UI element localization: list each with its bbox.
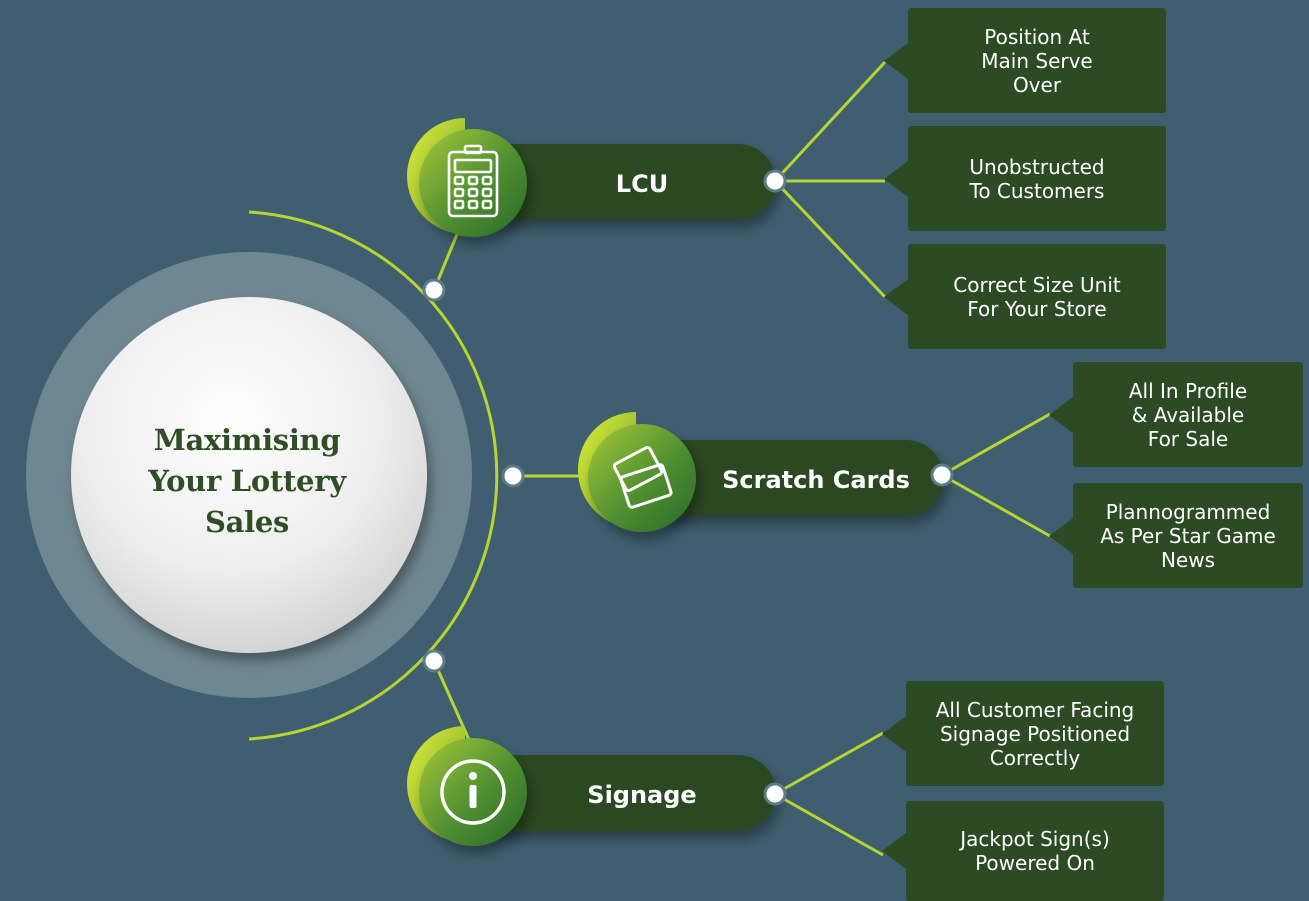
info-icon xyxy=(440,759,506,825)
hub-title-line-1: Maximising xyxy=(153,423,341,457)
spoke-scratch-2 xyxy=(941,473,1051,538)
lottery-terminal-icon xyxy=(447,144,499,218)
arc-dot-signage xyxy=(422,649,446,673)
hub-title: Maximising Your Lottery Sales xyxy=(82,420,412,543)
item-text-lcu-1: Position At Main Serve Over xyxy=(981,24,1093,97)
item-text-lcu-3: Correct Size Unit For Your Store xyxy=(953,272,1121,321)
spoke-scratch-1 xyxy=(941,412,1051,477)
item-text-scratch-2: Plannogrammed As Per Star Game News xyxy=(1100,499,1276,572)
icon-lcu-group xyxy=(407,118,527,237)
item-box-lcu-1: Position At Main Serve Over xyxy=(884,8,1166,113)
pill-lcu xyxy=(462,144,776,220)
item-box-lcu-3: Correct Size Unit For Your Store xyxy=(884,244,1166,349)
branch-label-lcu: LCU xyxy=(615,170,669,198)
item-box-lcu-2: Unobstructed To Customers xyxy=(884,126,1166,231)
connector-arc xyxy=(248,210,499,741)
spoke-lcu-1 xyxy=(773,60,887,183)
pill-signage xyxy=(462,755,776,831)
pill-scratch xyxy=(628,440,944,516)
item-text-signage-2: Jackpot Sign(s) Powered On xyxy=(960,827,1110,875)
node-dot-lcu xyxy=(763,169,787,193)
item-box-signage-1: All Customer Facing Signage Positioned C… xyxy=(882,681,1164,786)
item-text-signage-1: All Customer Facing Signage Positioned C… xyxy=(935,697,1135,770)
hub-circle xyxy=(71,297,427,653)
item-text-scratch-1: All In Profile & Available For Sale xyxy=(1128,378,1248,451)
node-dot-signage xyxy=(763,782,787,806)
icon-scratch-group xyxy=(577,411,696,532)
node-dot-scratch xyxy=(930,463,954,487)
branch-label-signage: Signage xyxy=(587,781,697,809)
scratch-cards-icon xyxy=(612,445,673,509)
arc-dot-lcu xyxy=(422,278,446,302)
branch-label-scratch-cards: Scratch Cards xyxy=(722,466,910,494)
item-box-scratch-1: All In Profile & Available For Sale xyxy=(1049,362,1303,467)
hub-title-line-3: Sales xyxy=(204,505,290,539)
hub-title-line-2: Your Lottery xyxy=(148,464,346,498)
arc-dot-scratch xyxy=(501,464,525,488)
item-text-lcu-2: Unobstructed To Customers xyxy=(969,154,1105,203)
item-box-scratch-2: Plannogrammed As Per Star Game News xyxy=(1049,483,1303,588)
icon-signage-group xyxy=(407,726,527,846)
spoke-lcu-3 xyxy=(773,179,887,299)
spoke-signage-2 xyxy=(774,792,884,857)
item-box-signage-2: Jackpot Sign(s) Powered On xyxy=(882,801,1164,901)
spoke-signage-1 xyxy=(774,731,884,796)
